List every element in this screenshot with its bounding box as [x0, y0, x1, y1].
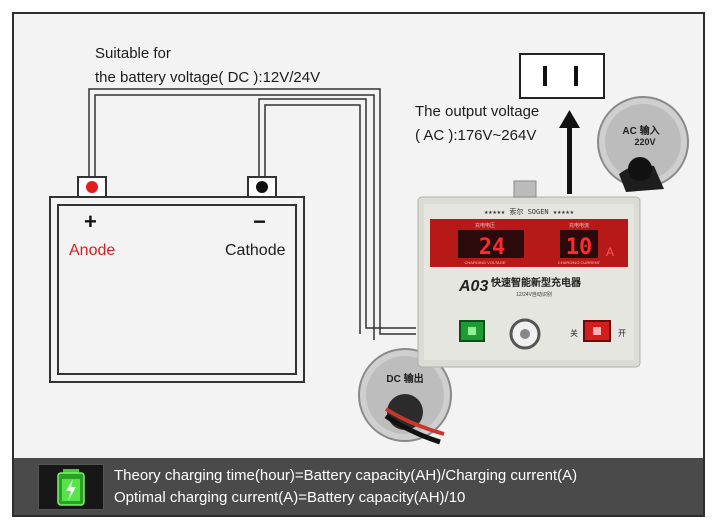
optimal-charging-current-formula: Optimal charging current(A)=Battery capa…: [114, 489, 465, 506]
dc-output-label: DC 输出: [386, 372, 423, 385]
battery-voltage-label-line1: Suitable for: [95, 44, 171, 64]
charger-brand: ★★★★★ 索尔 SOGEN ★★★★★: [484, 207, 575, 216]
output-arrow: [559, 110, 580, 194]
output-voltage-label-line2: ( AC ):176V~264V: [415, 126, 536, 146]
charger-handle: [514, 181, 536, 197]
model-description: 快速智能新型充电器: [490, 276, 582, 289]
model-name: A03: [458, 278, 488, 295]
anode-dot: [86, 181, 98, 193]
anode-label: Anode: [69, 242, 115, 260]
switch-on-label: 开: [618, 329, 626, 338]
switch-off-label: 关: [570, 328, 578, 338]
current-display: 10: [566, 235, 593, 260]
cathode-dot: [256, 181, 268, 193]
diagram-frame: ★★★★★ 索尔 SOGEN ★★★★★ 充电电压 24 CHARGING VO…: [12, 12, 705, 517]
battery-voltage-label-line2: the battery voltage( DC ):12V/24V: [95, 68, 320, 88]
current-caption-cn: 充电电流: [569, 222, 589, 229]
formula-footer: Theory charging time(hour)=Battery capac…: [14, 458, 703, 515]
battery-charging-icon: [38, 464, 104, 510]
ac-input-voltage: 220V: [634, 137, 655, 147]
voltage-display: 24: [479, 235, 506, 260]
current-caption-en: CHARGING CURRENT: [558, 260, 601, 265]
theory-charging-time-formula: Theory charging time(hour)=Battery capac…: [114, 467, 577, 484]
cathode-minus-sign: −: [253, 209, 266, 235]
ac-socket: [520, 54, 604, 98]
model-subtitle: 12/24V自动识别: [516, 291, 552, 298]
ac-input-label: AC 输入: [622, 124, 659, 137]
voltage-caption-cn: 充电电压: [475, 222, 495, 229]
battery: [50, 177, 304, 382]
cathode-label: Cathode: [225, 242, 286, 260]
voltage-caption-en: CHARGING VOLTAGE: [465, 260, 506, 265]
anode-plus-sign: +: [84, 209, 97, 235]
output-voltage-label-line1: The output voltage: [415, 102, 539, 122]
current-unit: A: [606, 245, 614, 259]
